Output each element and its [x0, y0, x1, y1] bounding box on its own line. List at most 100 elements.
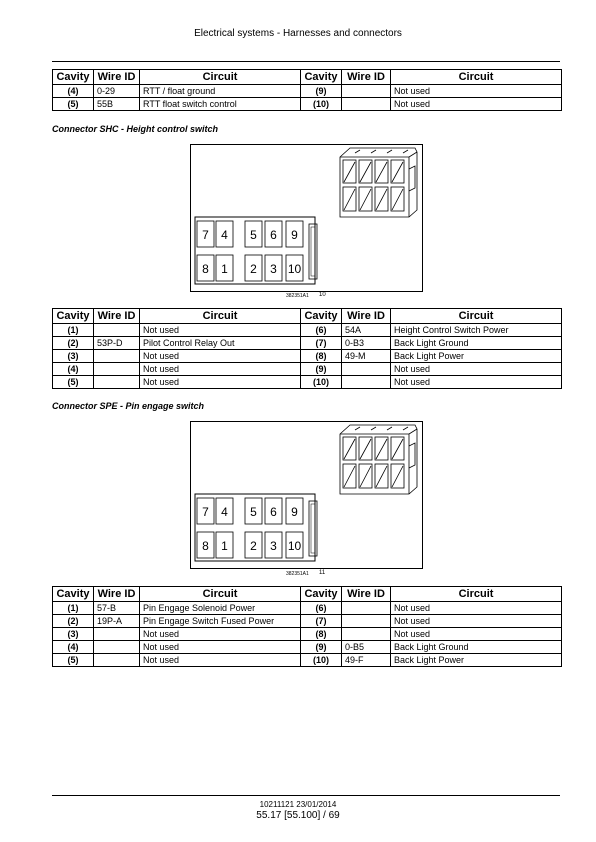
cavity-number-label: 2 — [250, 539, 257, 553]
housing-cavity-hatch — [375, 161, 388, 183]
housing-outline — [339, 147, 418, 218]
cavity-number-label: 5 — [250, 228, 257, 242]
footer-rule — [52, 795, 560, 796]
housing-cavity-hatch — [343, 465, 356, 488]
housing-cavity — [358, 463, 373, 489]
connector-latch-inner — [310, 503, 316, 554]
column-header: Wire ID — [93, 69, 140, 85]
section-title-spe: Connector SPE - Pin engage switch — [52, 401, 205, 411]
cavity-slot — [215, 254, 234, 282]
cavity-number-label: 7 — [202, 505, 209, 519]
cavity-slot — [215, 220, 234, 248]
housing-cavity — [374, 436, 389, 461]
housing-cavity — [358, 436, 373, 461]
cavity-number-label: 4 — [221, 505, 228, 519]
column-header: Circuit — [139, 308, 301, 324]
circuit-cell: Not used — [139, 375, 301, 389]
cavity-cell: (6) — [300, 323, 342, 337]
cavity-cell: (10) — [300, 653, 342, 667]
cavity-cell: (2) — [52, 336, 94, 350]
wire-id-cell — [93, 627, 140, 641]
circuit-cell: RTT float switch control — [139, 97, 301, 111]
cavity-number-label: 1 — [221, 539, 228, 553]
housing-cavity-hatch — [391, 438, 404, 460]
housing-cavity — [390, 159, 405, 184]
cavity-number-label: 7 — [202, 228, 209, 242]
cavity-number-label: 8 — [202, 262, 209, 276]
cavity-cell: (4) — [52, 640, 94, 654]
circuit-cell: Not used — [390, 84, 562, 98]
column-header: Wire ID — [341, 308, 391, 324]
housing-cavity-hatch — [375, 438, 388, 460]
wire-id-cell — [93, 375, 140, 389]
wire-id-cell — [93, 640, 140, 654]
cavity-slot — [244, 220, 263, 248]
wire-id-cell — [341, 97, 391, 111]
connector-latch-inner — [310, 226, 316, 277]
column-header: Cavity — [52, 586, 94, 602]
table-row: (5)Not used(10)Not used — [52, 375, 562, 389]
wire-id-cell: 53P-D — [93, 336, 140, 350]
cavity-slot — [264, 254, 283, 282]
figure-number-shc: 10 — [319, 292, 326, 298]
column-header: Wire ID — [341, 69, 391, 85]
housing-cavity — [374, 159, 389, 184]
cavity-slot — [285, 254, 304, 282]
cavity-cell: (8) — [300, 627, 342, 641]
wire-id-cell: 0-B3 — [341, 336, 391, 350]
housing-outline — [339, 424, 418, 495]
housing-cavity — [358, 186, 373, 212]
cavity-number-label: 10 — [288, 262, 302, 276]
column-header: Cavity — [52, 69, 94, 85]
cavity-cell: (2) — [52, 614, 94, 628]
column-header: Cavity — [52, 308, 94, 324]
housing-cavity-hatch — [391, 161, 404, 183]
cavity-cell: (1) — [52, 601, 94, 615]
column-header: Circuit — [390, 308, 562, 324]
cavity-slot — [196, 531, 215, 559]
housing-top-ribs — [354, 426, 409, 431]
circuit-cell: Not used — [390, 601, 562, 615]
cavity-number-label: 9 — [291, 505, 298, 519]
wire-id-cell — [341, 601, 391, 615]
cavity-number-label: 6 — [270, 505, 277, 519]
cavity-slot — [196, 497, 215, 525]
cavity-number-label: 9 — [291, 228, 298, 242]
housing-cavity-hatch — [359, 465, 372, 488]
cavity-number-label: 6 — [270, 228, 277, 242]
cavity-cell: (3) — [52, 349, 94, 363]
circuit-cell: Back Light Power — [390, 653, 562, 667]
wire-id-cell — [93, 653, 140, 667]
column-header: Cavity — [300, 69, 342, 85]
circuit-cell: Not used — [390, 362, 562, 376]
wire-id-cell: 0-B5 — [341, 640, 391, 654]
cavity-slot — [264, 531, 283, 559]
cavity-slot — [244, 531, 263, 559]
connector-housing-3d — [339, 424, 418, 495]
housing-cavity — [342, 463, 357, 489]
section-title-shc: Connector SHC - Height control switch — [52, 124, 219, 134]
cavity-slot — [196, 254, 215, 282]
wire-id-cell: 49-M — [341, 349, 391, 363]
wire-id-cell — [93, 323, 140, 337]
cavity-slot — [285, 497, 304, 525]
housing-cavity — [342, 436, 357, 461]
housing-cavity-hatch — [375, 465, 388, 488]
housing-cavity-hatch — [359, 188, 372, 211]
wire-id-cell — [341, 362, 391, 376]
wire-id-cell — [341, 84, 391, 98]
circuit-cell: Not used — [139, 627, 301, 641]
cavity-cell: (10) — [300, 375, 342, 389]
circuit-cell: Pin Engage Switch Fused Power — [139, 614, 301, 628]
connector-latch — [308, 500, 318, 557]
wire-id-cell — [341, 627, 391, 641]
wire-id-cell: 0-29 — [93, 84, 140, 98]
cavity-cell: (1) — [52, 323, 94, 337]
